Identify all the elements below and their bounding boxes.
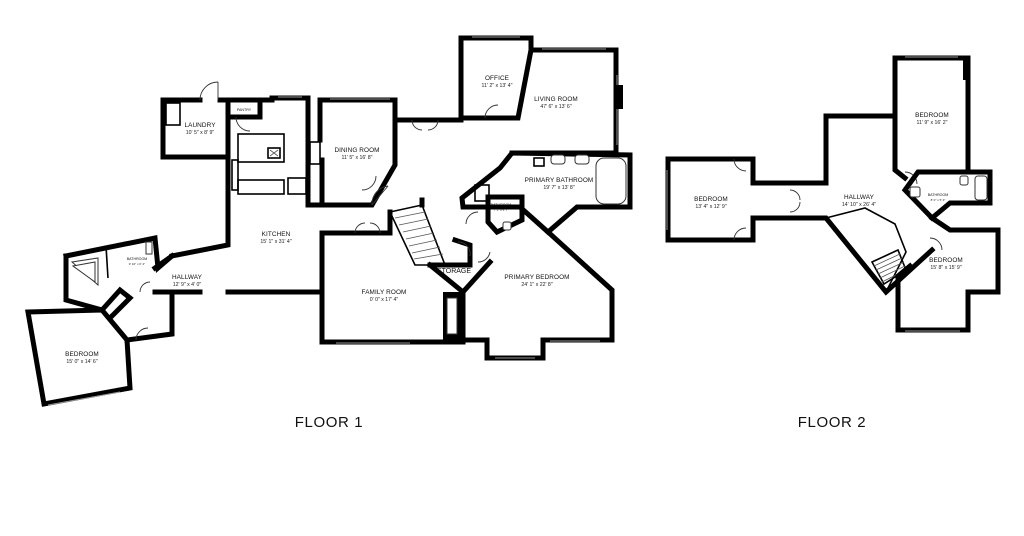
- laundry-walls: [160, 81, 231, 160]
- kitchen-walls: [169, 107, 393, 259]
- floor-2-west-bedroom-walls: [665, 156, 801, 243]
- office-label: OFFICE: [485, 75, 509, 82]
- kitchen-size: 15' 1" x 31' 4": [260, 239, 291, 245]
- floor-2-ne-bedroom-size: 11' 9" x 16' 2": [917, 120, 948, 126]
- laundry-label: LAUNDRY: [184, 122, 216, 129]
- west-bedroom-size: 15' 0" x 14' 6": [66, 359, 97, 365]
- living-room-label: LIVING ROOM: [534, 96, 578, 103]
- west-wing-walls: [63, 235, 176, 343]
- dining-room-size: 11' 5" x 16' 8": [342, 155, 373, 161]
- storage-walls: [427, 236, 491, 268]
- primary-bedroom-size: 24' 1" x 22' 8": [521, 282, 552, 288]
- floor-2-ne-bedroom-walls: [892, 55, 971, 185]
- floor-2-se-bedroom-size: 15' 8" x 15' 9": [930, 265, 961, 271]
- pantry-label: PANTRY: [237, 108, 252, 112]
- west-bathroom-label: BATHROOM: [127, 257, 148, 261]
- floor-2-se-bedroom-walls: [895, 214, 1001, 333]
- dining-room-label: DINING ROOM: [334, 147, 379, 154]
- floor-2-title: FLOOR 2: [798, 414, 866, 431]
- primary-bedroom-walls: [460, 228, 615, 361]
- floor-2-plan: BEDROOM 11' 9" x 16' 2" BEDROOM 13' 4" x…: [665, 55, 1001, 431]
- laundry-size: 10' 5" x 8' 9": [186, 130, 215, 136]
- storage-label: STORAGE: [437, 268, 471, 275]
- living-room-size: 47' 6" x 13' 6": [540, 104, 571, 110]
- floor-2-se-bedroom-label: BEDROOM: [929, 257, 963, 264]
- primary-bedroom-label: PRIMARY BEDROOM: [504, 274, 569, 281]
- center-bathroom-size: 7' 3" x 5' 7": [494, 208, 509, 212]
- floor-2-hallway-label: HALLWAY: [844, 194, 875, 201]
- floor-2-hallway-size: 14' 10" x 26' 4": [842, 202, 876, 208]
- office-walls: [458, 35, 534, 121]
- floor-2-bathroom-size: 8' 0" x 5' 3": [931, 198, 946, 202]
- west-bedroom-walls: [25, 307, 133, 407]
- pantry-kitchen-walls: [225, 95, 311, 132]
- kitchen-label: KITCHEN: [262, 231, 291, 238]
- dining-room-walls: [317, 97, 398, 208]
- hallway-1-label: HALLWAY: [172, 274, 203, 281]
- west-bedroom-label: BEDROOM: [65, 351, 99, 358]
- floor-2-bathroom-label: BATHROOM: [928, 193, 949, 197]
- family-room-label: FAMILY ROOM: [362, 289, 407, 296]
- living-room-walls: [392, 47, 623, 156]
- center-bathroom-label: BATHROOM: [491, 203, 512, 207]
- floor-2-bathroom-walls: [901, 169, 993, 222]
- floor-2-west-bedroom-size: 13' 4" x 12' 9": [695, 204, 726, 210]
- primary-bathroom-size: 19' 7" x 13' 8": [543, 185, 574, 191]
- floor-2-hallway-walls: [787, 113, 936, 296]
- west-bathroom-size: 9' 10" x 6' 2": [129, 262, 145, 266]
- office-size: 11' 2" x 13' 4": [482, 83, 513, 89]
- family-room-size: 0' 0" x 17' 4": [370, 297, 399, 303]
- hallway-1-size: 12' 9" x 4' 0": [173, 282, 202, 288]
- center-bathroom-walls: [465, 194, 525, 236]
- floor-2-west-bedroom-label: BEDROOM: [694, 196, 728, 203]
- floor-1-title: FLOOR 1: [295, 414, 363, 431]
- floor-1-plan: LAUNDRY 10' 5" x 8' 9" PANTRY DINING ROO…: [25, 35, 633, 431]
- floor-1-stairs: [388, 197, 447, 266]
- primary-bathroom-label: PRIMARY BATHROOM: [525, 177, 594, 184]
- floor-2-ne-bedroom-label: BEDROOM: [915, 112, 949, 119]
- primary-bathroom-walls: [459, 150, 633, 236]
